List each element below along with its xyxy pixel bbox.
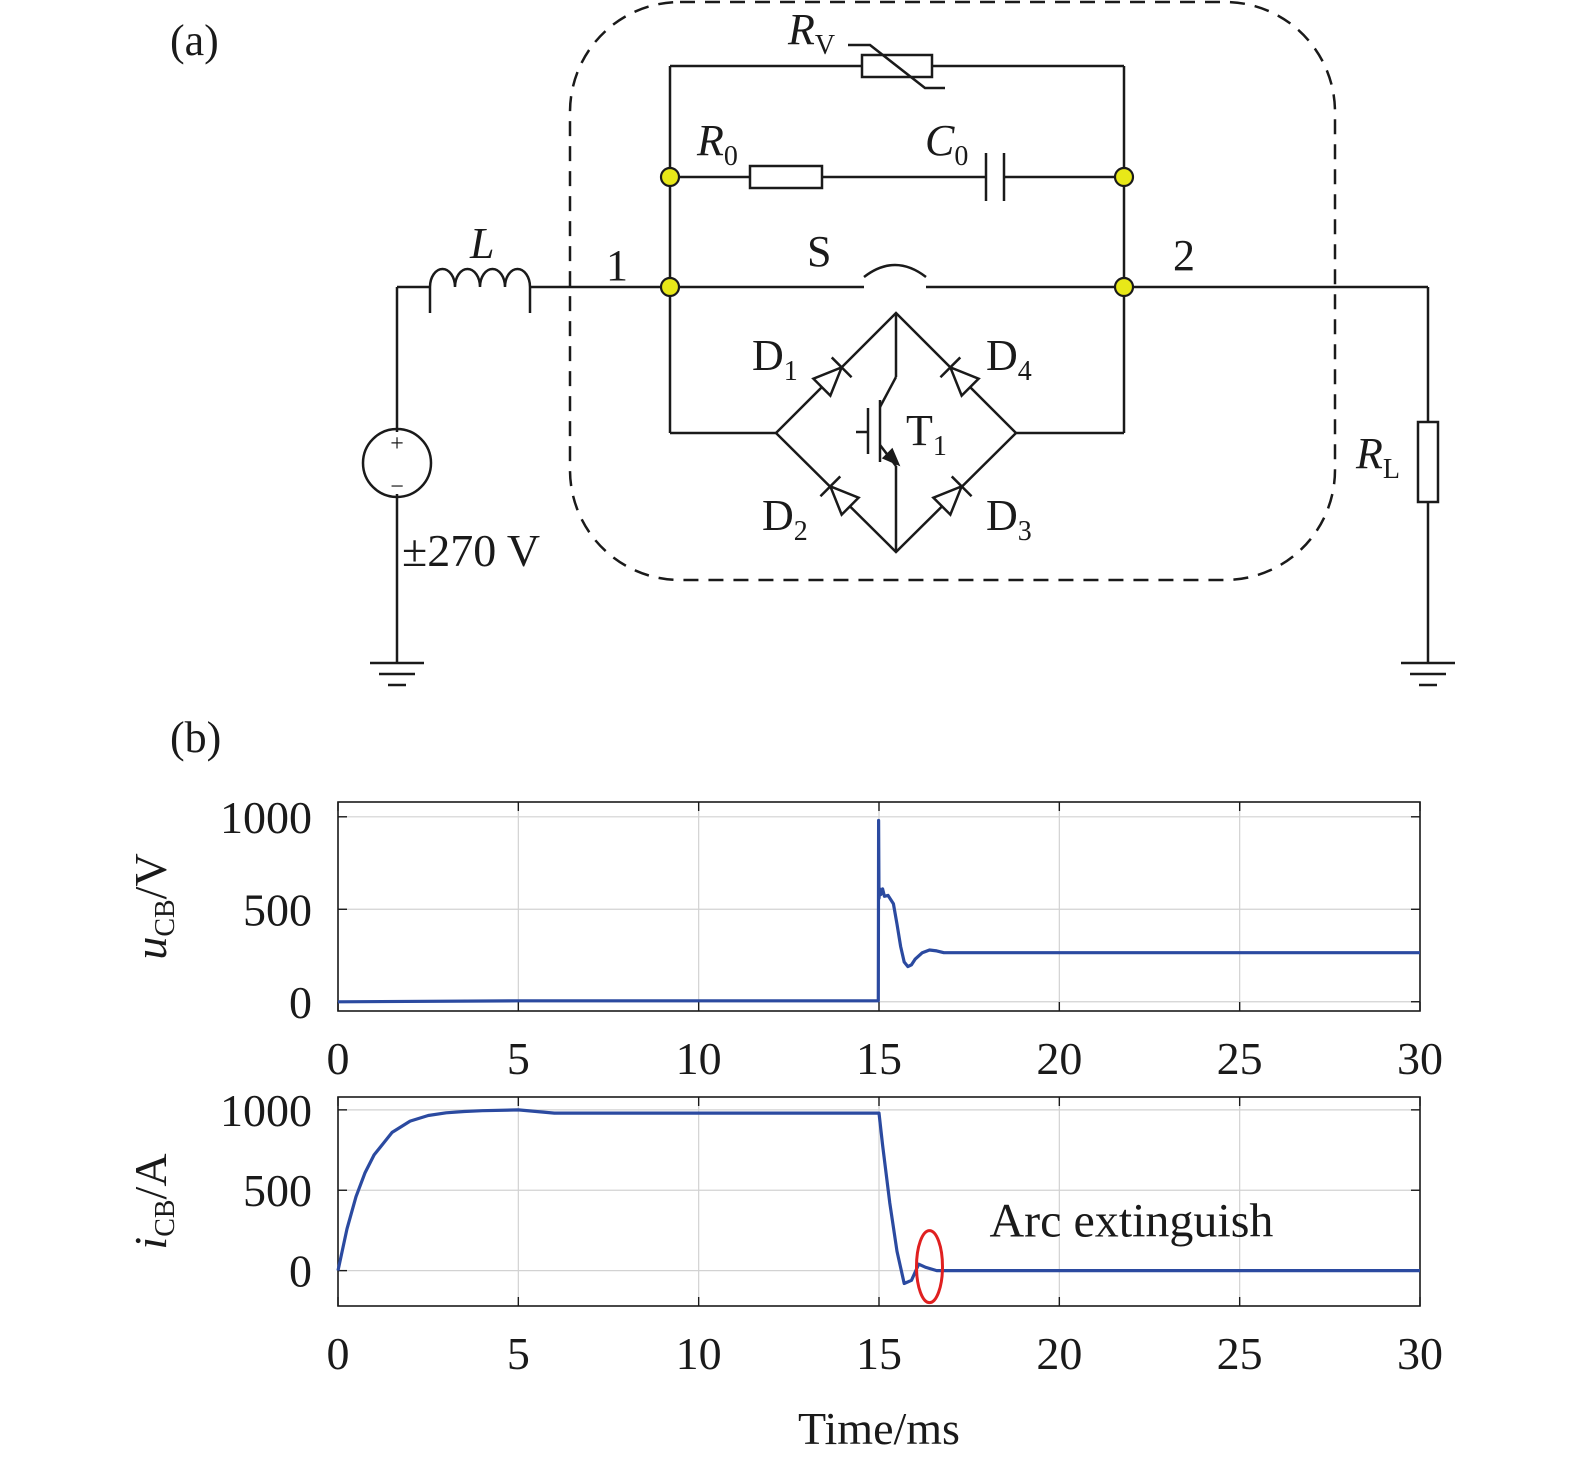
mechanical-switch-s bbox=[863, 263, 927, 278]
load-resistor-rl bbox=[1416, 420, 1440, 504]
y-tick-label: 1000 bbox=[220, 792, 312, 843]
t1-label: T1 bbox=[906, 406, 947, 462]
inductor-label: L bbox=[469, 219, 494, 268]
x-tick-label: 25 bbox=[1217, 1328, 1263, 1379]
panel-a-label: (a) bbox=[170, 16, 219, 65]
annotation-text: Arc extinguish bbox=[989, 1195, 1273, 1248]
load-label: RL bbox=[1355, 429, 1400, 485]
junction-nodes bbox=[659, 166, 1135, 298]
x-tick-label: 15 bbox=[856, 1328, 902, 1379]
x-tick-label: 20 bbox=[1036, 1328, 1082, 1379]
y-tick-label: 1000 bbox=[220, 1085, 312, 1136]
varistor-label: RV bbox=[787, 5, 835, 61]
arc-extinguish-marker bbox=[914, 1229, 944, 1305]
x-tick-label: 30 bbox=[1397, 1328, 1443, 1379]
x-tick-label: 20 bbox=[1036, 1033, 1082, 1084]
switch-label: S bbox=[807, 227, 831, 276]
d3-label: D3 bbox=[986, 491, 1032, 547]
igbt-t1 bbox=[856, 313, 901, 552]
diode-d1-symbol bbox=[811, 356, 853, 398]
diode-d3-symbol bbox=[931, 475, 973, 517]
y-tick-label: 500 bbox=[243, 1165, 312, 1216]
source-voltage-label: ±270 V bbox=[402, 525, 540, 576]
y-tick-label: 500 bbox=[243, 884, 312, 935]
x-tick-label: 0 bbox=[327, 1328, 350, 1379]
x-tick-label: 0 bbox=[327, 1033, 350, 1084]
node-2-label: 2 bbox=[1173, 231, 1195, 280]
d4-label: D4 bbox=[986, 331, 1032, 387]
circuit-diagram bbox=[361, 0, 1455, 687]
y-axis-label: uCB/V bbox=[125, 853, 181, 959]
series-line bbox=[337, 818, 1420, 1004]
x-tick-label: 30 bbox=[1397, 1033, 1443, 1084]
d2-label: D2 bbox=[762, 491, 808, 547]
x-tick-label: 25 bbox=[1217, 1033, 1263, 1084]
series-line bbox=[336, 1108, 1420, 1286]
panel-b-label: (b) bbox=[170, 713, 221, 762]
voltage-source bbox=[361, 427, 433, 499]
x-tick-label: 5 bbox=[507, 1033, 530, 1084]
inductor-symbol bbox=[428, 267, 532, 313]
y-tick-label: 0 bbox=[289, 1246, 312, 1297]
ground-symbol-left bbox=[370, 661, 424, 687]
y-tick-label: 0 bbox=[289, 977, 312, 1028]
y-axis-label: iCB/A bbox=[125, 1153, 181, 1249]
diode-d2-symbol bbox=[819, 475, 861, 517]
node-left-main bbox=[659, 276, 681, 298]
node-right-upper bbox=[1113, 166, 1135, 188]
x-tick-label: 10 bbox=[676, 1033, 722, 1084]
ground-symbol-right bbox=[1401, 661, 1455, 687]
current-chart: 0 5 10 15 20 25 30 0 500 1000 iCB/A Time/ms Arc exti… bbox=[125, 1085, 1443, 1454]
resistor-r0 bbox=[748, 164, 824, 190]
x-tick-label: 5 bbox=[507, 1328, 530, 1379]
diode-bridge bbox=[775, 311, 1018, 554]
diode-d4-symbol bbox=[939, 356, 981, 398]
node-right-main bbox=[1113, 276, 1135, 298]
r0-label: R0 bbox=[696, 116, 738, 172]
x-axis-label: Time/ms bbox=[798, 1403, 960, 1454]
source-minus-sign: − bbox=[390, 474, 404, 500]
x-tick-label: 10 bbox=[676, 1328, 722, 1379]
d1-label: D1 bbox=[752, 331, 798, 387]
circuit-labels: (a) L + − ±270 V 1 2 S RV R0 C0 D1 D4 D2… bbox=[170, 5, 1400, 576]
source-plus-sign: + bbox=[390, 431, 404, 457]
voltage-chart: 0 5 10 15 20 25 30 0 500 1000 uCB/V bbox=[125, 792, 1443, 1084]
c0-label: C0 bbox=[925, 116, 968, 172]
x-tick-label: 15 bbox=[856, 1033, 902, 1084]
node-1-label: 1 bbox=[606, 241, 628, 290]
node-left-upper bbox=[659, 166, 681, 188]
